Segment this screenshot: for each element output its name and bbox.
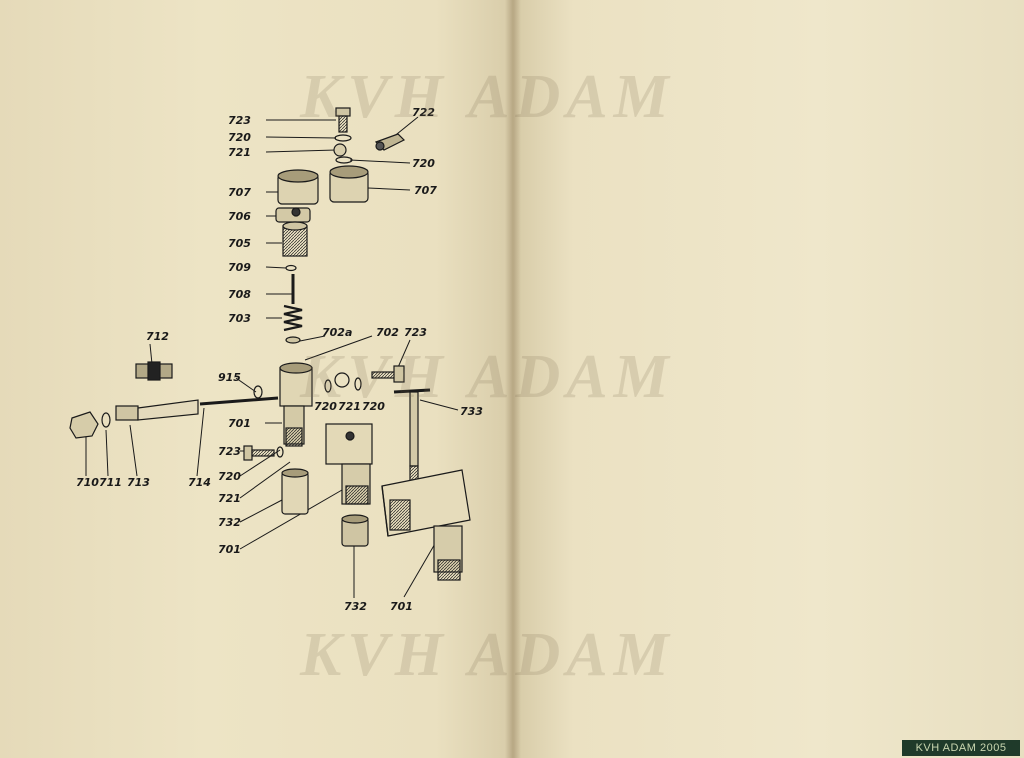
callout-733: 733 bbox=[460, 405, 483, 418]
callout-711: 711 bbox=[99, 476, 122, 489]
callout-732: 732 bbox=[344, 600, 367, 613]
callout-722: 722 bbox=[412, 106, 435, 119]
callout-723: 723 bbox=[228, 114, 251, 127]
callout-721: 721 bbox=[228, 146, 251, 159]
callout-721: 721 bbox=[218, 492, 241, 505]
callout-709: 709 bbox=[228, 261, 251, 274]
callout-714: 714 bbox=[188, 476, 211, 489]
callout-702a: 702a bbox=[322, 326, 352, 339]
callout-713: 713 bbox=[127, 476, 150, 489]
leader-lines bbox=[85, 116, 459, 598]
watermark: KVH ADAM bbox=[300, 343, 675, 411]
parts bbox=[69, 107, 471, 581]
callout-710: 710 bbox=[76, 476, 99, 489]
corner-stamp: KVH ADAM 2005 bbox=[902, 740, 1020, 756]
book-gutter bbox=[505, 0, 521, 758]
callout-732: 732 bbox=[218, 516, 241, 529]
callout-708: 708 bbox=[228, 288, 251, 301]
right-page bbox=[512, 0, 1024, 758]
callout-701: 701 bbox=[228, 417, 251, 430]
callout-703: 703 bbox=[228, 312, 251, 325]
callout-720: 720 bbox=[362, 400, 385, 413]
callout-705: 705 bbox=[228, 237, 251, 250]
callout-720: 720 bbox=[412, 157, 435, 170]
callout-labels: 723 722 720 721 720 707 707 706 705 709 … bbox=[76, 106, 483, 613]
callout-721: 721 bbox=[338, 400, 361, 413]
callout-701: 701 bbox=[390, 600, 413, 613]
callout-712: 712 bbox=[146, 330, 169, 343]
callout-915: 915 bbox=[218, 371, 241, 384]
watermark: KVH ADAM bbox=[300, 621, 675, 689]
callout-720: 720 bbox=[228, 131, 251, 144]
callout-701: 701 bbox=[218, 543, 241, 556]
callout-706: 706 bbox=[228, 210, 251, 223]
callout-720: 720 bbox=[218, 470, 241, 483]
left-page bbox=[0, 0, 512, 758]
callout-707: 707 bbox=[414, 184, 437, 197]
callout-702: 702 bbox=[376, 326, 399, 339]
callout-723: 723 bbox=[218, 445, 241, 458]
watermark: KVH ADAM bbox=[300, 63, 675, 131]
callout-723: 723 bbox=[404, 326, 427, 339]
callout-720: 720 bbox=[314, 400, 337, 413]
callout-707: 707 bbox=[228, 186, 251, 199]
